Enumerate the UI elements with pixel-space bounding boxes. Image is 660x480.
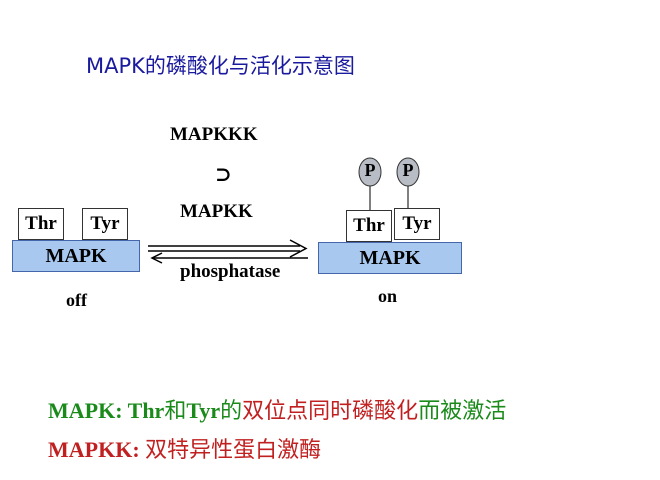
reverse-arrowhead (150, 252, 163, 264)
right-tyr-box: Tyr (394, 208, 440, 240)
page-title: MAPK的磷酸化与活化示意图 (86, 54, 355, 78)
phosphate-label-2: P (402, 160, 414, 180)
left-tyr-box: Tyr (82, 208, 128, 240)
left-thr-label: Thr (25, 213, 57, 234)
phosphate-label-1: P (364, 160, 376, 180)
mapkk-note-text: 双特异性蛋白激酶 (145, 438, 322, 463)
right-tyr-label: Tyr (402, 213, 432, 234)
mapk-note: MAPK: Thr和Tyr的双位点同时磷酸化而被激活 (48, 393, 506, 425)
mapkkk-label: MAPKKK (170, 124, 258, 145)
mapk-note-thr: Thr (127, 398, 165, 423)
forward-arrowhead (289, 239, 308, 258)
phosphate-circle-1 (358, 157, 382, 187)
mapk-note-and: 和 (164, 399, 187, 424)
right-thr-box: Thr (346, 210, 392, 242)
mapkk-note: MAPKK: 双特异性蛋白激酶 (48, 432, 321, 464)
mapkk-label: MAPKK (180, 201, 253, 222)
mapk-note-prefix: MAPK: (48, 398, 128, 423)
mapk-note-de: 的 (220, 399, 243, 424)
on-label: on (378, 286, 398, 306)
off-label: off (66, 290, 87, 310)
left-mapk-box: MAPK (12, 240, 140, 272)
right-thr-label: Thr (353, 215, 385, 236)
left-tyr-label: Tyr (90, 213, 120, 234)
mapk-note-tyr: Tyr (186, 398, 221, 423)
mapkk-note-prefix: MAPKK: (48, 437, 146, 462)
left-thr-box: Thr (18, 208, 64, 240)
right-mapk-box: MAPK (318, 242, 462, 274)
mapk-note-end: 而被激活 (418, 399, 507, 424)
left-mapk-label: MAPK (45, 244, 107, 267)
mapk-note-highlight: 双位点同时磷酸化 (242, 399, 419, 424)
phosphate-circle-2 (396, 157, 420, 187)
right-mapk-label: MAPK (359, 246, 421, 269)
phosphatase-label: phosphatase (180, 261, 281, 282)
curved-arrow-icon: ⊃ (215, 164, 232, 186)
